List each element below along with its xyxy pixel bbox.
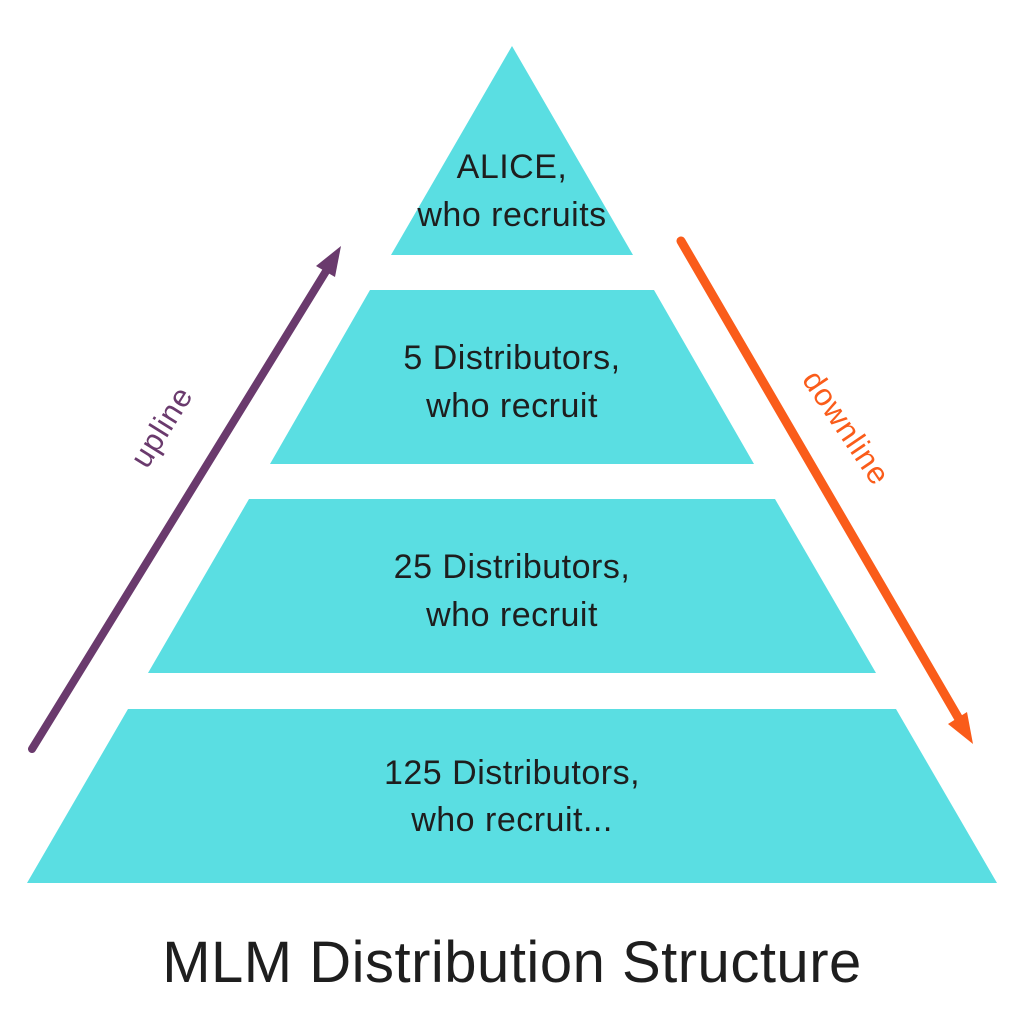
- tier-3-label-line1: 25 Distributors,: [394, 548, 631, 586]
- tier-1-label-line2: who recruits: [416, 196, 606, 234]
- upline-arrow-line: [28, 264, 332, 753]
- diagram-title: MLM Distribution Structure: [162, 930, 862, 995]
- downline-arrowhead-icon: [948, 712, 973, 744]
- downline-arrow-line: [676, 236, 964, 724]
- tier-3-shape: [148, 499, 876, 673]
- tier-4-label-line2: who recruit...: [410, 801, 613, 839]
- tier-4-label-line1: 125 Distributors,: [384, 754, 640, 792]
- upline-label: upline: [123, 380, 200, 474]
- tier-2-label-line2: who recruit: [425, 387, 598, 425]
- tier-4-shape: [27, 709, 997, 883]
- tier-3-label-line2: who recruit: [425, 596, 598, 634]
- tier-1-label-line1: ALICE,: [457, 148, 568, 186]
- tier-2-label-line1: 5 Distributors,: [403, 339, 620, 377]
- upline-arrowhead-icon: [316, 246, 341, 277]
- tier-2-shape: [270, 290, 754, 464]
- tier-1-shape: [391, 46, 633, 255]
